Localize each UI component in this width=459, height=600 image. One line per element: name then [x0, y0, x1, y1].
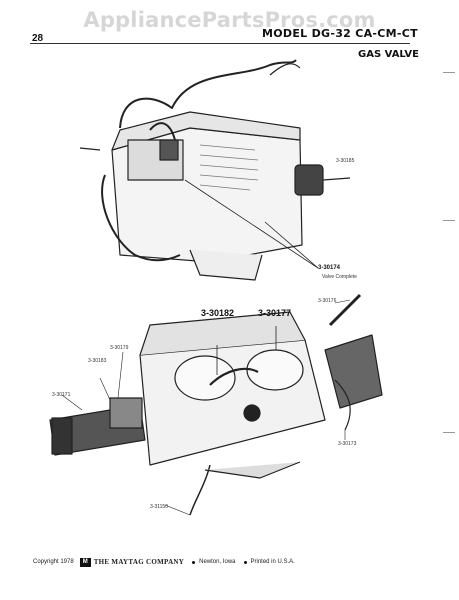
- callout-part-bottom: 3-31150: [150, 504, 168, 510]
- header-divider: [30, 43, 410, 44]
- printed-in: Printed in U.S.A.: [250, 559, 295, 565]
- bullet-icon: [192, 560, 196, 564]
- company-name: THE MAYTAG COMPANY: [93, 558, 185, 566]
- callout-part-left-a: 3-30179: [110, 345, 129, 351]
- bullet-icon: [243, 560, 247, 564]
- page-number: 28: [32, 33, 44, 44]
- callout-part-30177: 3-30177: [258, 308, 292, 318]
- wire-lead: [101, 174, 181, 262]
- maytag-logo-icon: M: [79, 557, 91, 567]
- edge-mark: [443, 220, 455, 221]
- model-title: MODEL DG-32 CA-CM-CT: [262, 27, 418, 40]
- callout-valve-complete-number: 3-30174: [318, 265, 341, 271]
- valve-chamber-right: [246, 349, 304, 391]
- callout-part-30182: 3-30182: [201, 308, 235, 318]
- control-knob: [294, 164, 324, 196]
- footer: Copyright 1978 M THE MAYTAG COMPANY Newt…: [33, 556, 295, 568]
- section-title: GAS VALVE: [358, 49, 419, 60]
- callout-valve-complete-label: Valve Complete: [322, 274, 357, 280]
- edge-mark: [443, 72, 455, 73]
- inlet-nut: [109, 397, 143, 429]
- callout-part-upper-right: 3-30185: [336, 158, 355, 164]
- watermark: AppliancePartsPros.com: [83, 8, 376, 32]
- callout-part-right-lower: 3-30173: [338, 441, 357, 447]
- pilot-tube: [328, 293, 362, 327]
- callout-part-left-c: 3-30171: [52, 392, 71, 398]
- valve-chamber-left: [174, 355, 236, 401]
- bolt: [243, 404, 261, 422]
- callout-part-left-b: 3-30183: [88, 358, 107, 364]
- company-location: Newton, Iowa: [199, 559, 236, 565]
- edge-mark: [443, 432, 455, 433]
- bottom-tube: [189, 464, 211, 516]
- copyright: Copyright 1978: [33, 559, 74, 565]
- valve-top-face: [111, 111, 301, 151]
- thermocouple-wire: [119, 59, 297, 129]
- outlet-fitting: [324, 334, 383, 409]
- callout-part-right-upper: 3-30176: [318, 298, 337, 304]
